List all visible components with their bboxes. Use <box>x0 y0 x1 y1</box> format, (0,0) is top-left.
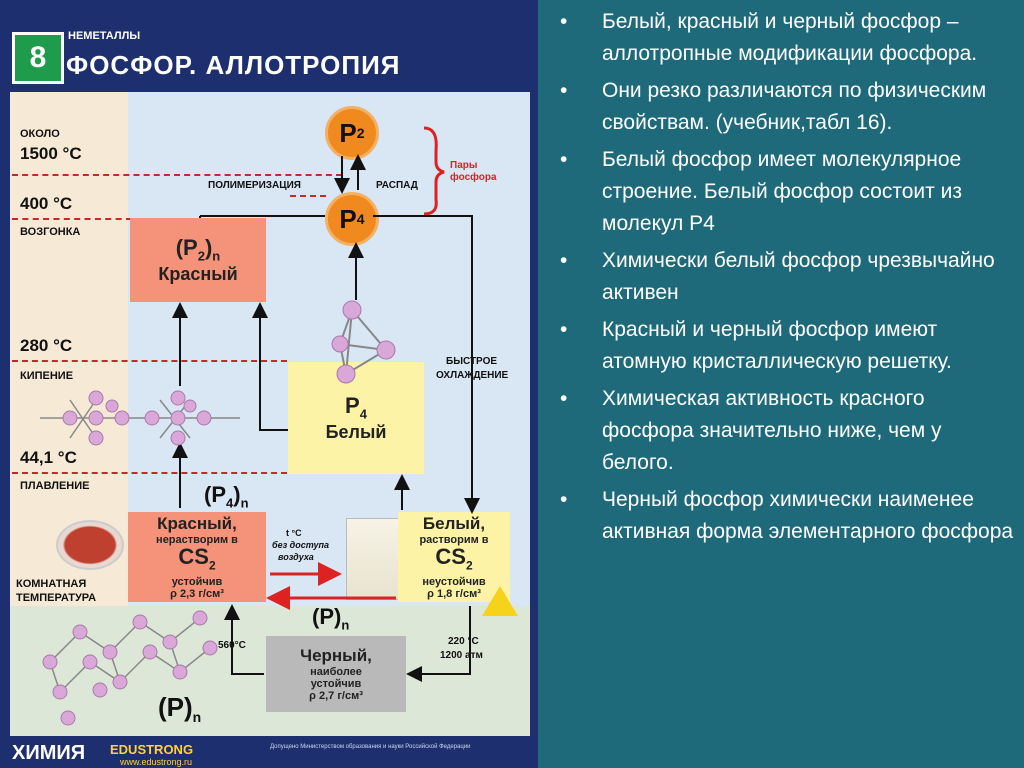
temp-280: 280 °C <box>20 336 73 355</box>
no-air-c: воздуха <box>278 552 314 562</box>
bullet-dot: • <box>560 10 568 33</box>
poster-number: 8 <box>12 32 64 84</box>
footer-logo: EDUSTRONG <box>110 742 194 757</box>
bullet-item: • Красный и черный фосфор имеют атомную к… <box>560 314 1018 378</box>
bullet-item: • Черный фосфор химически наименее активн… <box>560 484 1018 548</box>
bullet-item: • Белый, красный и черный фосфор – аллотр… <box>560 6 1018 70</box>
bullet-dot: • <box>560 488 568 511</box>
red-box-line1: нерастворим в <box>156 533 238 546</box>
poster-title: ФОСФОР. АЛЛОТРОПИЯ <box>66 50 401 80</box>
red-p2n-formula: (P2)n <box>175 235 221 264</box>
red-name: Красный <box>158 263 238 284</box>
white-box-line1: растворим в <box>419 533 489 546</box>
bullet-item: • Химическая активность красного фосфора … <box>560 383 1018 479</box>
poster-header <box>0 0 520 72</box>
decay-label: РАСПАД <box>376 180 418 191</box>
temperature-panel <box>10 92 128 702</box>
room-temp-label-b: ТЕМПЕРАТУРА <box>16 592 97 604</box>
petri-dish-image <box>56 520 124 570</box>
red-box-cs2: CS2 <box>178 543 216 573</box>
white-p4-formula: P4 <box>345 393 367 422</box>
bullet-list: • Белый, красный и черный фосфор – аллотр… <box>560 6 1018 553</box>
bullet-dot: • <box>560 318 568 341</box>
poster-footer <box>0 738 538 768</box>
temp-280-label: КИПЕНИЕ <box>20 370 74 382</box>
white-box-line2: неустойчив <box>422 576 486 589</box>
temp-1500: 1500 °C <box>20 144 82 163</box>
pn-label-mid: (P)n <box>312 604 350 633</box>
bullet-dot: • <box>560 79 568 102</box>
vapor-label-a: Пары <box>450 160 478 171</box>
white-p4-box: P4 Белый <box>288 362 424 474</box>
p4n-label: (P4)n <box>204 482 249 511</box>
dash-400b <box>290 195 326 197</box>
bullet-text: Химически белый фосфор чрезвычайно актив… <box>602 249 995 304</box>
bullet-item: • Белый фосфор имеет молекулярное строени… <box>560 144 1018 240</box>
hazard-icon <box>482 586 518 616</box>
red-box-title: Красный, <box>157 513 237 533</box>
bullet-dot: • <box>560 148 568 171</box>
bullet-dot: • <box>560 387 568 410</box>
p4-symbol: P <box>339 203 357 234</box>
white-phosphorus-box: Белый, растворим в CS2 неустойчив ρ 1,8 … <box>398 512 510 602</box>
t220-label-b: 1200 атм <box>440 650 483 661</box>
p2-sub: 2 <box>356 125 365 141</box>
footer-fine-print: Допущено Министерством образования и нау… <box>270 744 471 750</box>
black-phosphorus-box: Черный, наиболее устойчив ρ 2,7 г/см³ <box>266 636 406 712</box>
t220-label-a: 220 °C <box>448 636 479 647</box>
vapor-label-b: фосфора <box>450 172 497 183</box>
bullet-item: • Они резко различаются по физическим сво… <box>560 75 1018 139</box>
black-box-title: Черный, <box>300 646 372 665</box>
poster-category: НЕМЕТАЛЛЫ <box>68 30 141 42</box>
dash-280 <box>12 360 287 362</box>
bullet-text: Белый фосфор имеет молекулярное строение… <box>602 148 962 235</box>
dash-400 <box>12 218 132 220</box>
bullet-text: Черный фосфор химически наименее активна… <box>602 488 1014 543</box>
red-box-density: ρ 2,3 г/см³ <box>170 588 224 601</box>
no-air-a: t °C <box>286 528 302 538</box>
bullet-text: Белый, красный и черный фосфор – аллотро… <box>602 10 978 65</box>
temp-400: 400 °C <box>20 194 73 213</box>
bullet-text: Они резко различаются по физическим свой… <box>602 79 987 134</box>
bullet-item: • Химически белый фосфор чрезвычайно акти… <box>560 245 1018 309</box>
p4-sub: 4 <box>356 211 365 227</box>
red-box-line2: устойчив <box>171 576 223 589</box>
bullet-text: Красный и черный фосфор имеют атомную кр… <box>602 318 952 373</box>
dash-1500 <box>12 174 342 176</box>
dash-44 <box>12 472 287 474</box>
white-box-title: Белый, <box>422 513 486 533</box>
temp-1500-prefix: ОКОЛО <box>20 128 60 140</box>
black-box-density: ρ 2,7 г/см³ <box>309 690 363 702</box>
poster-arrows <box>40 126 480 726</box>
red-p2n-box: (P2)n Красный <box>130 218 266 302</box>
p2-symbol: P <box>339 117 357 148</box>
pn-label-bottom: (P)n <box>158 692 202 726</box>
no-air-b: без доступа <box>272 540 330 550</box>
footer-url: www.edustrong.ru <box>120 757 193 767</box>
red-phosphorus-box: Красный, нерастворим в CS2 устойчив ρ 2,… <box>128 512 266 602</box>
footer-brand: ХИМИЯ <box>12 742 86 764</box>
polymerization-label: ПОЛИМЕРИЗАЦИЯ <box>208 180 301 191</box>
temp-44-label: ПЛАВЛЕНИЕ <box>20 480 90 492</box>
black-box-line2: устойчив <box>310 678 362 690</box>
black-box-line1: наиболее <box>310 666 362 678</box>
white-box-density: ρ 1,8 г/см³ <box>427 588 481 601</box>
bullet-text: Химическая активность красного фосфора з… <box>602 387 942 474</box>
temp-44: 44,1 °C <box>20 448 77 467</box>
temp-400-label: ВОЗГОНКА <box>20 226 81 238</box>
white-name: Белый <box>325 421 387 442</box>
bullet-dot: • <box>560 249 568 272</box>
white-box-cs2: CS2 <box>435 543 473 573</box>
room-temp-label-a: КОМНАТНАЯ <box>16 578 87 590</box>
